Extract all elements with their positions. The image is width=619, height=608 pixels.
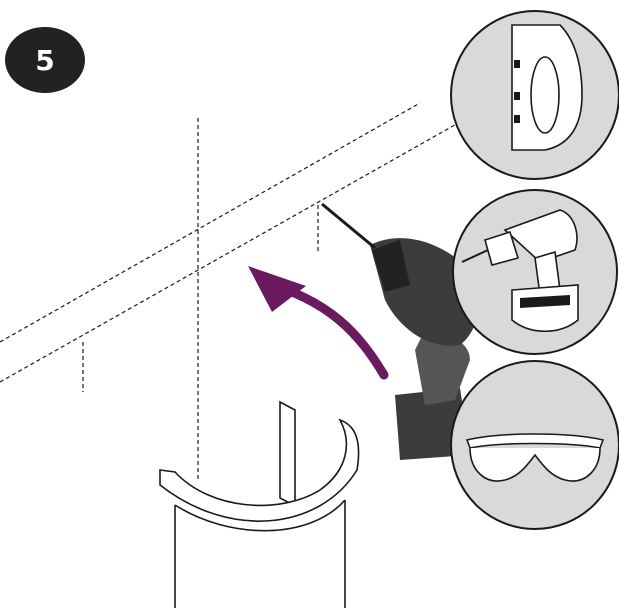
tool-circle-stud-finder [451, 11, 619, 179]
curved-rail [160, 420, 359, 521]
direction-arrow [248, 266, 384, 375]
curtain-rod-assembly [160, 402, 359, 608]
tool-circle-drill [453, 190, 617, 354]
rod-bracket [280, 402, 295, 506]
tool-circle-safety-glasses [451, 361, 619, 529]
upper-diagonal-guide [0, 103, 420, 342]
